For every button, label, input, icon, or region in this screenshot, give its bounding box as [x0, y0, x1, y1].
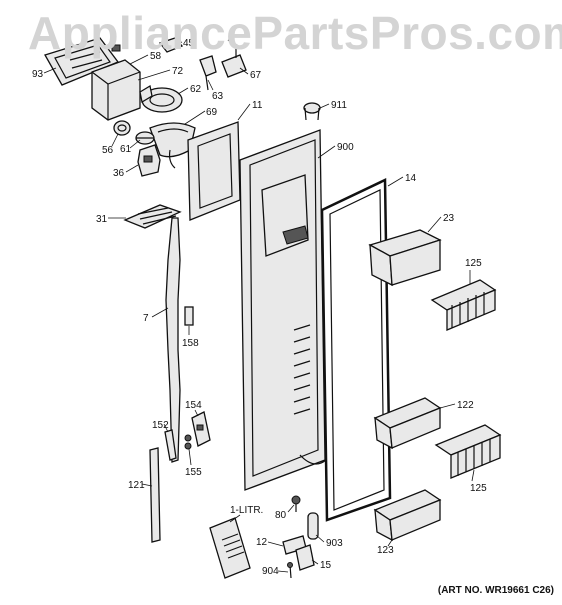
callout-122: 122 [457, 400, 474, 411]
leader-line-14 [387, 176, 404, 187]
callout-1-litr: 1-LITR. [230, 505, 263, 516]
part-903-drawing [307, 512, 319, 540]
callout-31: 31 [96, 214, 108, 225]
part-125a-drawing [430, 279, 497, 331]
leader-line-121 [141, 483, 153, 487]
part-62-drawing [139, 84, 183, 113]
leader-line-125b [471, 469, 475, 482]
leader-line-45 [175, 41, 183, 45]
leader-line-904 [277, 570, 289, 573]
callout-23: 23 [443, 213, 455, 224]
leader-line-58 [129, 54, 149, 65]
part-158-drawing [184, 306, 194, 326]
leader-line-903 [315, 534, 325, 543]
part-80-drawing [291, 495, 301, 512]
callout-11: 11 [252, 100, 263, 111]
leader-line-123 [387, 539, 393, 547]
part-904-drawing [287, 562, 293, 579]
part-11-drawing [187, 121, 241, 221]
callout-80: 80 [275, 510, 287, 521]
part-122-drawing [373, 397, 442, 450]
part-23-drawing [368, 229, 442, 287]
leader-line-93 [43, 67, 57, 74]
part-155-drawing [184, 434, 192, 450]
callout-12: 12 [256, 537, 268, 548]
leader-line-62 [177, 87, 189, 95]
part-93-drawing [44, 37, 120, 86]
leader-line-69 [184, 110, 206, 125]
leader-line-11 [237, 103, 251, 121]
callout-903: 903 [326, 538, 343, 549]
leader-line-122 [439, 403, 456, 409]
leader-line-900 [317, 145, 336, 159]
callout-layer: 93 58 45 72 62 63 67 69 11 911 56 61 900 36 14 31 23 125 7… [32, 38, 487, 577]
callout-158: 158 [182, 338, 199, 349]
callout-36: 36 [113, 168, 125, 179]
leader-line-1-litr [229, 514, 241, 523]
callout-7: 7 [143, 313, 149, 324]
part-911-drawing [303, 102, 321, 121]
watermark: AppliancePartsPros.com [28, 7, 562, 59]
callout-93: 93 [32, 69, 44, 80]
part-61-drawing [135, 131, 155, 145]
part-1-litr-drawing [209, 517, 251, 579]
leader-line-23 [427, 216, 442, 233]
part-63-drawing [199, 55, 217, 91]
callout-125a: 125 [465, 258, 482, 269]
callout-72: 72 [172, 66, 184, 77]
leader-line-155 [188, 448, 192, 466]
door-shelf-slots [293, 324, 311, 415]
leader-line-911 [319, 103, 330, 109]
callout-904: 904 [262, 566, 279, 577]
part-121-drawing [149, 447, 161, 543]
callout-15: 15 [320, 560, 332, 571]
leader-line-63 [207, 79, 214, 91]
leader-line-152 [163, 423, 169, 433]
callout-125b: 125 [470, 483, 487, 494]
part-125b-drawing [434, 424, 502, 479]
part-31-drawing [123, 204, 182, 229]
callout-900: 900 [337, 142, 354, 153]
part-45-drawing [158, 37, 184, 53]
leader-line-61 [129, 139, 141, 149]
part-14-drawing [320, 178, 392, 522]
callout-61: 61 [120, 144, 132, 155]
leader-line-7 [151, 307, 169, 318]
part-58-drawing [91, 44, 141, 121]
part-56-drawing [113, 120, 131, 136]
part-123-drawing [373, 489, 442, 542]
leader-line-67 [239, 67, 249, 75]
callout-911: 911 [331, 100, 347, 111]
callout-123: 123 [377, 545, 394, 556]
part-154-drawing [191, 411, 211, 447]
callout-121: 121 [128, 480, 145, 491]
callout-14: 14 [405, 173, 417, 184]
callout-155: 155 [185, 467, 202, 478]
leader-line-80 [287, 504, 295, 513]
callout-56: 56 [102, 145, 114, 156]
part-7-drawing [165, 217, 181, 463]
art-number: (ART NO. WR19661 C26) [437, 585, 554, 596]
callout-63: 63 [212, 91, 224, 102]
callout-58: 58 [150, 51, 162, 62]
callout-69: 69 [206, 107, 218, 118]
part-152-drawing [164, 429, 177, 461]
leader-line-154 [194, 409, 199, 417]
leader-line-72 [137, 69, 171, 81]
leader-line-56 [111, 133, 119, 147]
callout-154: 154 [185, 400, 202, 411]
leader-line-15 [311, 559, 319, 565]
part-900-drawing [239, 129, 327, 491]
callout-152: 152 [152, 420, 169, 431]
part-36-drawing [137, 144, 161, 177]
part-67-drawing [221, 39, 247, 78]
leader-line-12 [267, 541, 284, 547]
part-15-drawing [295, 544, 315, 571]
callout-45: 45 [183, 38, 195, 49]
leader-line-36 [125, 164, 139, 173]
callout-62: 62 [190, 84, 202, 95]
callout-67: 67 [250, 70, 262, 81]
